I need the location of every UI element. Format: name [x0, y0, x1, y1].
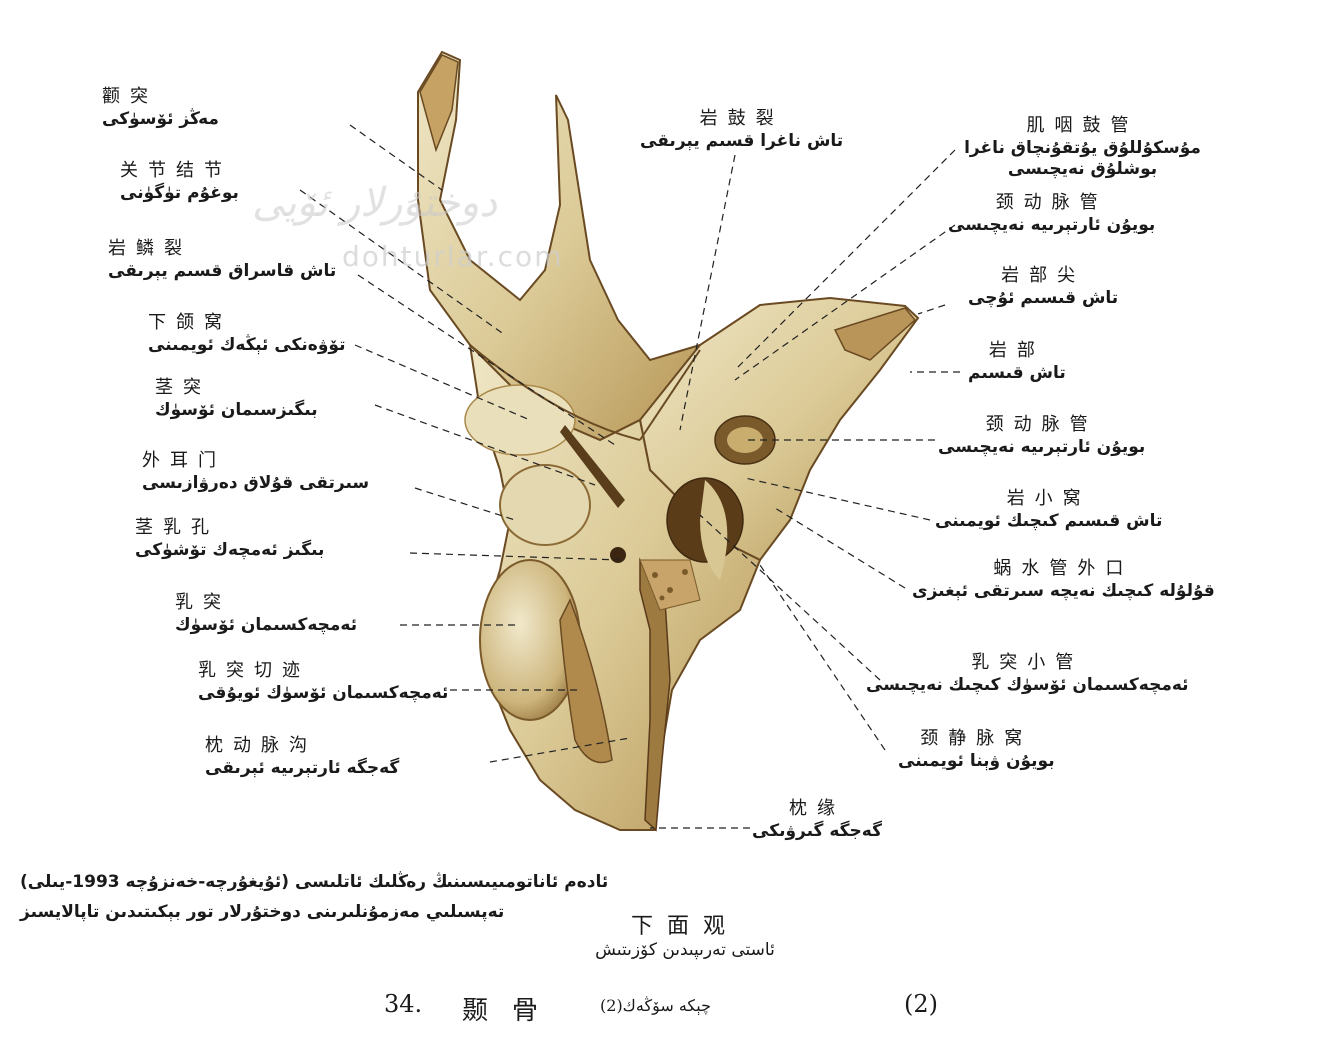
watermark-url: dohturlar.com: [342, 240, 564, 273]
source-line-1: ئادەم ئاناتومىيىسىنىڭ رەڭلىك ئاتلىسى (ئۇ…: [20, 872, 609, 892]
label-ug: بويۇن ئارتېرىيە نەيچىسى: [948, 214, 1156, 235]
label-occipital-margin: 枕缘 گەجگە گىرۋىكى: [752, 798, 882, 842]
label-ug: سىرتقى قۇلاق دەرۋازىسى: [142, 472, 370, 493]
stylomastoid-foramen-shape: [610, 547, 626, 563]
label-zh: 颈静脉窝: [920, 728, 1033, 749]
label-styloid-process: 茎突 بىگىزسىمان ئۆسۈك: [155, 377, 318, 421]
figure-title-ug: چېكە سۆڭەك(2): [600, 996, 711, 1015]
label-jugular-fossa: 颈静脉窝 بويۇن ۋېنا ئويمىنى: [898, 728, 1055, 772]
mastoid-notch-shape: [559, 598, 613, 764]
label-zh: 乳突小管: [971, 652, 1084, 673]
external-acoustic-shape: [499, 464, 591, 546]
figure-part: (2): [904, 990, 938, 1018]
label-ug: بوغۇم تۈگۈنى: [120, 182, 239, 203]
label-ug: ئەمچەكسىمان ئۆسۈك: [175, 614, 358, 635]
label-cochlear-canaliculus: 蜗水管外口 قۇلۇلە كىچىك نەيچە سىرتقى ئېغىزى: [912, 558, 1215, 602]
label-stylomastoid-foramen: 茎乳孔 بىگىز ئەمچەك تۆشۈكى: [135, 517, 324, 561]
label-petrosal-fossula: 岩小窝 تاش قىسىم كىچىك ئويمىنى: [935, 488, 1162, 532]
label-petrotympanic-fissure: 岩鼓裂 تاش ناغرا قسىم يېرىقى: [640, 108, 843, 152]
figure-title-zh: 颞骨: [462, 996, 563, 1026]
label-ug: تۆۋەنكى ئېڭەك ئويمىنى: [148, 334, 346, 355]
label-zh: 颧突: [102, 86, 158, 107]
petrosquamous-fissure: [469, 344, 641, 441]
zygomatic-cut-surface: [419, 54, 459, 153]
label-ug: ئەمچەكسىمان ئۆسۈك كىچىك نەيچىسى: [866, 674, 1189, 695]
label-zygomatic-process: 颧突 مەڭز ئۆسۈكى: [102, 86, 219, 130]
label-mastoid-process: 乳突 ئەمچەكسىمان ئۆسۈك: [175, 592, 357, 636]
label-zh: 外耳门: [142, 450, 226, 471]
label-petrosquamous-fissure: 岩鳞裂 تاش قاسراق قسىم يېرىقى: [108, 238, 336, 282]
label-carotid-canal-lower: 颈动脉管 بويۇن ئارتېرىيە نەيچىسى: [938, 414, 1145, 458]
label-mastoid-canaliculus: 乳突小管 ئەمچەكسىمان ئۆسۈك كىچىك نەيچىسى: [866, 652, 1189, 696]
label-zh: 肌咽鼓管: [1026, 115, 1139, 136]
label-ug: تاش قىسىم ئۇچى: [968, 287, 1119, 308]
watermark-script: دوختۇرلار ئۆيى: [252, 180, 498, 226]
source-line-2: تەپسىلىي مەزمۇنلىرىنى دوختۇرلار تور بېكى…: [20, 902, 505, 922]
label-ug: ئەمچەكسىمان ئۆسۈك ئويۇقى: [198, 682, 449, 703]
label-zh: 岩小窝: [1006, 488, 1091, 509]
label-ug: مەڭز ئۆسۈكى: [102, 108, 219, 129]
label-zh: 岩部: [988, 340, 1045, 361]
label-ug: تاش قاسراق قسىم يېرىقى: [108, 260, 337, 281]
label-zh: 下颌窝: [148, 312, 232, 333]
label-ug: تاش قىسىم كىچىك ئويمىنى: [935, 510, 1163, 531]
label-zh: 茎乳孔: [135, 517, 219, 538]
label-zh: 乳突切迹: [198, 660, 310, 681]
label-zh: 关节结节: [120, 160, 232, 181]
label-ug: قۇلۇلە كىچىك نەيچە سىرتقى ئېغىزى: [912, 580, 1215, 601]
label-petrous-part: 岩部 تاش قىسىم: [968, 340, 1066, 384]
label-ug: تاش قىسىم: [968, 362, 1066, 383]
label-ug: تاش ناغرا قسىم يېرىقى: [640, 130, 844, 151]
label-ug: بويۇن ئارتېرىيە نەيچىسى: [938, 436, 1146, 457]
label-articular-tubercle: 关节结节 بوغۇم تۈگۈنى: [120, 160, 239, 204]
view-title: 下面观 ئاستى تەرىپىدىن كۆزىتىش: [560, 908, 810, 960]
label-carotid-canal-upper: 颈动脉管 بويۇن ئارتېرىيە نەيچىسى: [948, 192, 1155, 236]
styloid-process-shape: [560, 425, 625, 508]
view-title-zh: 下面观: [630, 914, 739, 939]
label-mandibular-fossa: 下颌窝 تۆۋەنكى ئېڭەك ئويمىنى: [148, 312, 345, 356]
label-musculotubal-canal: 肌咽鼓管 مۇسكۇللۇق يۇتقۇنچاق ناغرا بوشلۇق نە…: [955, 115, 1210, 180]
label-ug: بىگىزسىمان ئۆسۈك: [155, 399, 318, 420]
label-petrous-apex: 岩部尖 تاش قىسىم ئۇچى: [968, 265, 1118, 309]
label-zh: 岩部尖: [1001, 265, 1086, 286]
petrous-apex-cut: [833, 307, 917, 361]
label-zh: 颈动脉管: [985, 414, 1098, 435]
label-zh: 乳突: [175, 592, 231, 613]
label-occipital-groove: 枕动脉沟 گەجگە ئارتېرىيە ئېرىقى: [205, 735, 399, 779]
leader-lines: [299, 124, 960, 829]
mandibular-fossa-shape: [464, 384, 576, 456]
label-ug: گەجگە ئارتېرىيە ئېرىقى: [205, 757, 400, 778]
label-mastoid-notch: 乳突切迹 ئەمچەكسىمان ئۆسۈك ئويۇقى: [198, 660, 448, 704]
label-ug: بويۇن ۋېنا ئويمىنى: [898, 750, 1055, 771]
label-ug: گەجگە گىرۋىكى: [752, 820, 882, 841]
petrotympanic-fissure: [639, 349, 701, 441]
label-zh: 茎突: [155, 377, 211, 398]
label-zh: 颈动脉管: [995, 192, 1108, 213]
label-zh: 枕缘: [789, 798, 845, 819]
label-external-acoustic-pore: 外耳门 سىرتقى قۇلاق دەرۋازىسى: [142, 450, 369, 494]
label-ug: بىگىز ئەمچەك تۆشۈكى: [135, 539, 325, 560]
label-zh: 枕动脉沟: [205, 735, 317, 756]
label-ug: مۇسكۇللۇق يۇتقۇنچاق ناغرا بوشلۇق نەيچىسى: [964, 137, 1201, 179]
view-title-ug: ئاستى تەرىپىدىن كۆزىتىش: [595, 940, 775, 960]
label-zh: 蜗水管外口: [993, 558, 1134, 579]
label-zh: 岩鼓裂: [699, 108, 784, 129]
occipital-margin-shape: [639, 557, 671, 832]
figure-number: 34.: [384, 990, 423, 1018]
label-zh: 岩鳞裂: [108, 238, 192, 259]
